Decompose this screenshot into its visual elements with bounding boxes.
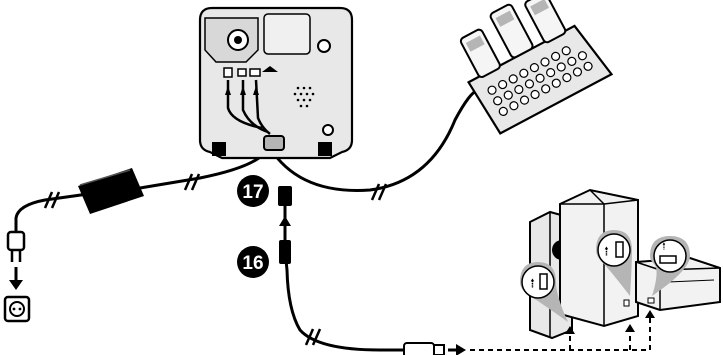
arrow-down-icon bbox=[9, 267, 23, 290]
power-cable bbox=[16, 148, 268, 232]
arrow-right-icon bbox=[448, 344, 466, 355]
step-17-label: 17 bbox=[242, 182, 263, 203]
step-17-badge: 17 bbox=[237, 175, 269, 207]
usb-icon: ⭫ bbox=[604, 244, 609, 260]
step-16-badge: 16 bbox=[237, 246, 269, 278]
usb-b-connector bbox=[278, 186, 292, 206]
arrow-up-icon bbox=[279, 216, 291, 236]
step-16-label: 16 bbox=[242, 253, 263, 274]
usb-b-plug bbox=[279, 240, 291, 264]
wall-socket-icon bbox=[5, 297, 29, 321]
wheel-base bbox=[200, 8, 352, 158]
usb-cable bbox=[285, 200, 408, 350]
usb-a-plug bbox=[404, 343, 444, 355]
usb-icon: ⭫ bbox=[662, 240, 666, 253]
usb-icon: ⭫ bbox=[530, 276, 535, 292]
power-adapter bbox=[78, 168, 144, 214]
power-plug bbox=[8, 232, 24, 262]
pedal-set bbox=[445, 0, 611, 135]
